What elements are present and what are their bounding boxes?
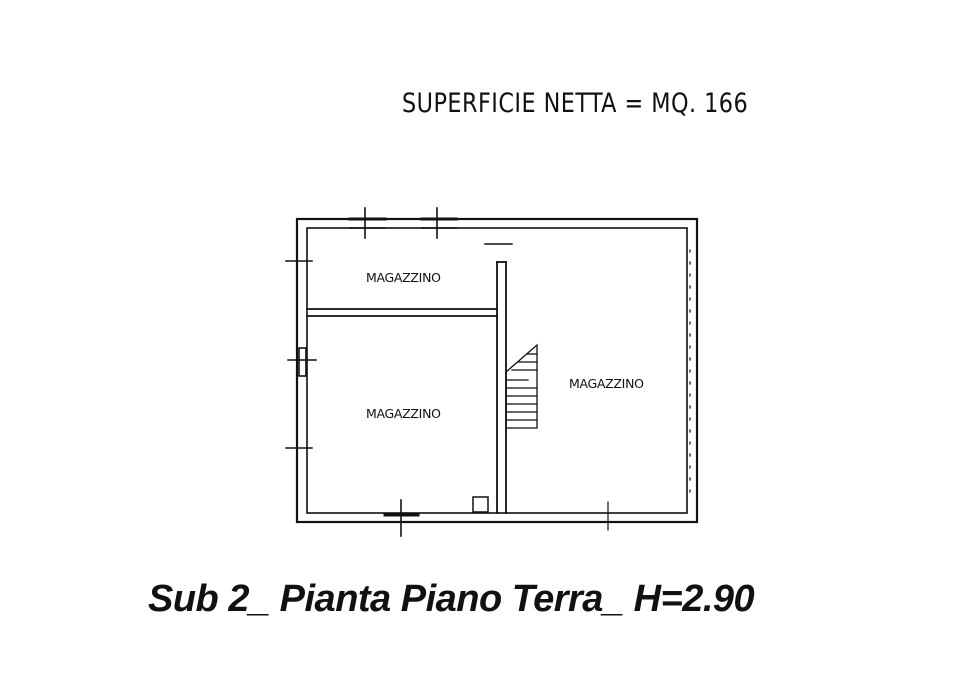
bottom-window xyxy=(383,499,420,537)
fixture-square xyxy=(472,496,489,513)
staircase xyxy=(505,343,538,429)
interior-wall-vertical xyxy=(496,261,507,514)
interior-wall-horizontal xyxy=(306,308,498,317)
net-surface-heading: SUPERFICIE NETTA = MQ. 166 xyxy=(402,88,749,119)
left-window-middle xyxy=(287,347,317,377)
plan-caption: Sub 2_ Pianta Piano Terra_ H=2.90 xyxy=(148,578,755,620)
room-label-right: MAGAZZINO xyxy=(569,376,644,391)
top-window-left xyxy=(348,207,387,239)
top-window-right xyxy=(420,207,458,239)
room-label-bottom-left: MAGAZZINO xyxy=(366,406,441,421)
room-label-top-left: MAGAZZINO xyxy=(366,270,441,285)
